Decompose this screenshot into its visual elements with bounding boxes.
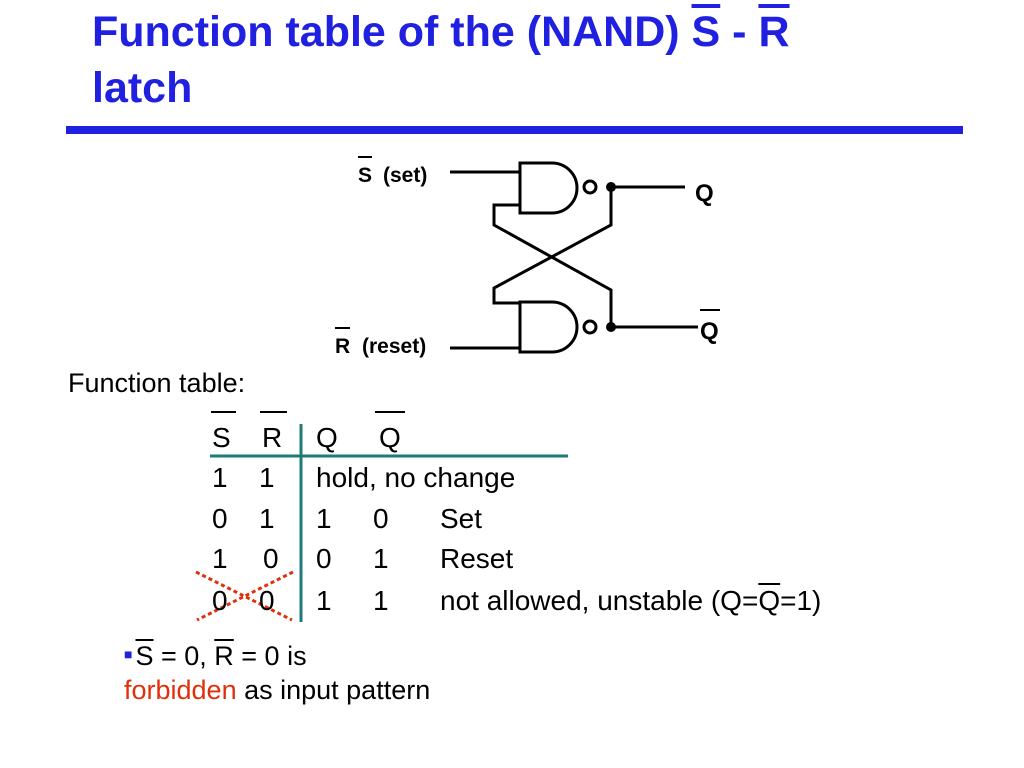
row1-text: hold, no change <box>316 462 516 493</box>
row4-q: 1 <box>316 585 332 616</box>
note-rest: as input pattern <box>236 675 431 705</box>
title-rule <box>66 126 963 134</box>
row4-s: 0 <box>212 585 228 616</box>
s-bar-label: S <box>358 164 372 187</box>
header-qbar: Q <box>379 422 401 453</box>
row4-state-end: =1) <box>780 585 822 616</box>
q-output-label: Q <box>695 180 714 207</box>
title-r-bar: R <box>758 8 790 56</box>
note-end: = 0 is <box>233 641 307 671</box>
cross-line-1 <box>195 570 293 622</box>
qbar-output-label: Q <box>700 318 719 345</box>
forbidden-cross-mark <box>195 570 294 622</box>
row3-state: Reset <box>440 543 514 574</box>
row3-r: 0 <box>263 543 279 574</box>
bullet-square-icon: ■ <box>124 646 133 662</box>
q-junction-dot <box>606 182 616 192</box>
row1-r: 1 <box>259 462 275 493</box>
qbar-junction-dot <box>606 322 616 332</box>
header-r: R <box>262 422 283 453</box>
title-prefix: Function table of the (NAND) <box>92 8 692 56</box>
row4-r: 0 <box>259 585 275 616</box>
title-s-bar: S <box>691 8 721 56</box>
nand-gate-bottom <box>518 300 579 354</box>
row3-s: 1 <box>212 543 228 574</box>
row2-q: 1 <box>316 503 332 534</box>
row4-state-text: not allowed, unstable (Q= <box>440 585 759 616</box>
title-line2: latch <box>92 64 193 112</box>
row4-qbar: 1 <box>373 585 389 616</box>
note-r-bar: R <box>214 641 234 671</box>
note-mid: = 0, <box>153 641 215 671</box>
cross-line-2 <box>196 570 294 622</box>
title-separator: - <box>720 8 759 56</box>
feedback-wire-qbar <box>492 203 613 327</box>
header-q: Q <box>316 422 338 453</box>
row2-s: 0 <box>212 503 228 534</box>
forbidden-note-line2: forbidden as input pattern <box>124 675 430 706</box>
row2-qbar: 0 <box>373 503 389 534</box>
nand-bubble-bottom <box>582 319 598 335</box>
row3-qbar: 1 <box>373 543 389 574</box>
nand-gate-top <box>518 161 579 215</box>
feedback-wire-q <box>492 187 613 305</box>
row2-r: 1 <box>259 503 275 534</box>
r-bar-label: R <box>335 335 350 358</box>
row4-state: not allowed, unstable (Q=Q=1) <box>440 585 821 617</box>
function-table-label: Function table: <box>68 368 246 398</box>
set-note: (set) <box>383 164 427 187</box>
row1-s: 1 <box>212 462 228 493</box>
note-s-bar: S <box>135 641 154 671</box>
nand-bubble-top <box>582 179 598 195</box>
circuit-wires <box>450 161 698 354</box>
forbidden-word: forbidden <box>124 675 237 705</box>
header-s: S <box>212 422 231 453</box>
row2-state: Set <box>440 503 483 534</box>
row3-q: 0 <box>316 543 332 574</box>
forbidden-note-line1: ■S = 0, R = 0 is <box>124 641 307 672</box>
reset-note: (reset) <box>362 335 426 358</box>
row4-state-qbar: Q <box>758 585 781 616</box>
